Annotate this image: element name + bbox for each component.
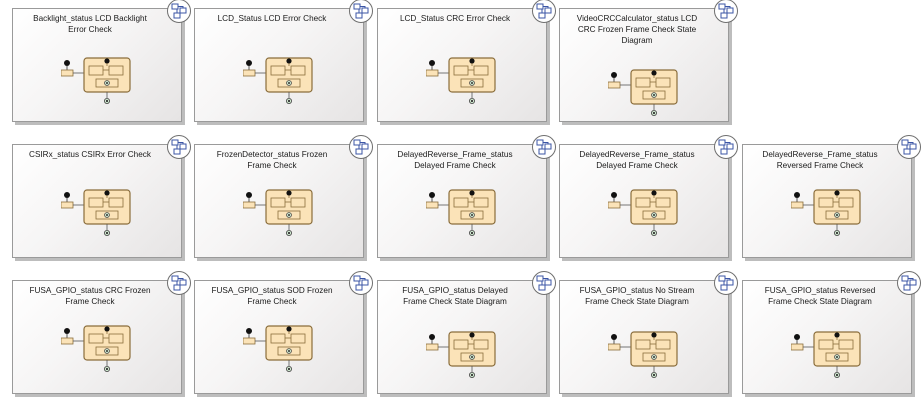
state-machine-thumbnail-icon (425, 53, 496, 107)
diagram-card-backlight[interactable]: Backlight_status LCD Backlight Error Che… (12, 0, 191, 122)
diagram-card-lcd-error[interactable]: LCD_Status LCD Error Check (194, 0, 373, 122)
diagram-card-videocrc[interactable]: VideoCRCCalculator_status LCD CRC Frozen… (559, 0, 738, 122)
diagram-title: CSIRx_status CSIRx Error Check (29, 150, 151, 159)
diagram-card-fusa-crc[interactable]: FUSA_GPIO_status CRC Frozen Frame Check (12, 271, 191, 394)
composite-diagram-icon[interactable] (349, 0, 373, 23)
diagram-card-fusa-delayed[interactable]: FUSA_GPIO_status Delayed Frame Check Sta… (377, 271, 556, 394)
composite-diagram-icon[interactable] (167, 135, 191, 159)
state-machine-thumbnail-icon (60, 185, 131, 239)
composite-diagram-icon[interactable] (714, 0, 738, 23)
state-machine-thumbnail-icon (790, 185, 861, 239)
state-machine-thumbnail-icon (425, 185, 496, 239)
diagram-card-lcd-crc[interactable]: LCD_Status CRC Error Check (377, 0, 556, 122)
diagram-card-fusa-reversed[interactable]: FUSA_GPIO_status Reversed Frame Check St… (742, 271, 921, 394)
diagram-title: DelayedReverse_Frame_status Reversed Fra… (762, 150, 878, 170)
diagram-title: Backlight_status LCD Backlight Error Che… (33, 14, 147, 34)
diagram-title: FrozenDetector_status Frozen Frame Check (216, 150, 328, 170)
state-machine-thumbnail-icon (242, 185, 313, 239)
state-machine-thumbnail-icon (242, 321, 313, 375)
composite-diagram-icon[interactable] (532, 271, 556, 295)
diagram-title: FUSA_GPIO_status No Stream Frame Check S… (579, 286, 695, 306)
diagram-title: LCD_Status CRC Error Check (399, 14, 511, 23)
diagram-title: DelayedReverse_Frame_status Delayed Fram… (579, 150, 695, 170)
diagram-title: FUSA_GPIO_status CRC Frozen Frame Check (29, 286, 151, 306)
state-machine-thumbnail-icon (607, 65, 678, 119)
diagram-card-frozen-detector[interactable]: FrozenDetector_status Frozen Frame Check (194, 135, 373, 258)
composite-diagram-icon[interactable] (532, 0, 556, 23)
state-machine-thumbnail-icon (607, 185, 678, 239)
composite-diagram-icon[interactable] (897, 135, 921, 159)
diagram-title: FUSA_GPIO_status SOD Frozen Frame Check (211, 286, 333, 306)
composite-diagram-icon[interactable] (532, 135, 556, 159)
diagram-card-fusa-nostream[interactable]: FUSA_GPIO_status No Stream Frame Check S… (559, 271, 738, 394)
state-machine-thumbnail-icon (60, 53, 131, 107)
state-machine-thumbnail-icon (607, 327, 678, 381)
diagram-title: FUSA_GPIO_status Reversed Frame Check St… (764, 286, 876, 306)
composite-diagram-icon[interactable] (714, 135, 738, 159)
composite-diagram-icon[interactable] (349, 271, 373, 295)
composite-diagram-icon[interactable] (714, 271, 738, 295)
composite-diagram-icon[interactable] (349, 135, 373, 159)
state-machine-thumbnail-icon (242, 53, 313, 107)
diagram-title: VideoCRCCalculator_status LCD CRC Frozen… (576, 14, 698, 45)
diagram-title: DelayedReverse_Frame_status Delayed Fram… (397, 150, 513, 170)
composite-diagram-icon[interactable] (167, 271, 191, 295)
diagram-title: FUSA_GPIO_status Delayed Frame Check Sta… (402, 286, 508, 306)
composite-diagram-icon[interactable] (167, 0, 191, 23)
state-machine-thumbnail-icon (60, 321, 131, 375)
diagram-card-fusa-sod[interactable]: FUSA_GPIO_status SOD Frozen Frame Check (194, 271, 373, 394)
diagram-card-delayed-reverse-3[interactable]: DelayedReverse_Frame_status Reversed Fra… (742, 135, 921, 258)
composite-diagram-icon[interactable] (897, 271, 921, 295)
state-machine-thumbnail-icon (790, 327, 861, 381)
diagram-card-csirx[interactable]: CSIRx_status CSIRx Error Check (12, 135, 191, 258)
diagram-title: LCD_Status LCD Error Check (217, 14, 327, 23)
state-machine-thumbnail-icon (425, 327, 496, 381)
diagram-card-delayed-reverse-1[interactable]: DelayedReverse_Frame_status Delayed Fram… (377, 135, 556, 258)
diagram-card-delayed-reverse-2[interactable]: DelayedReverse_Frame_status Delayed Fram… (559, 135, 738, 258)
